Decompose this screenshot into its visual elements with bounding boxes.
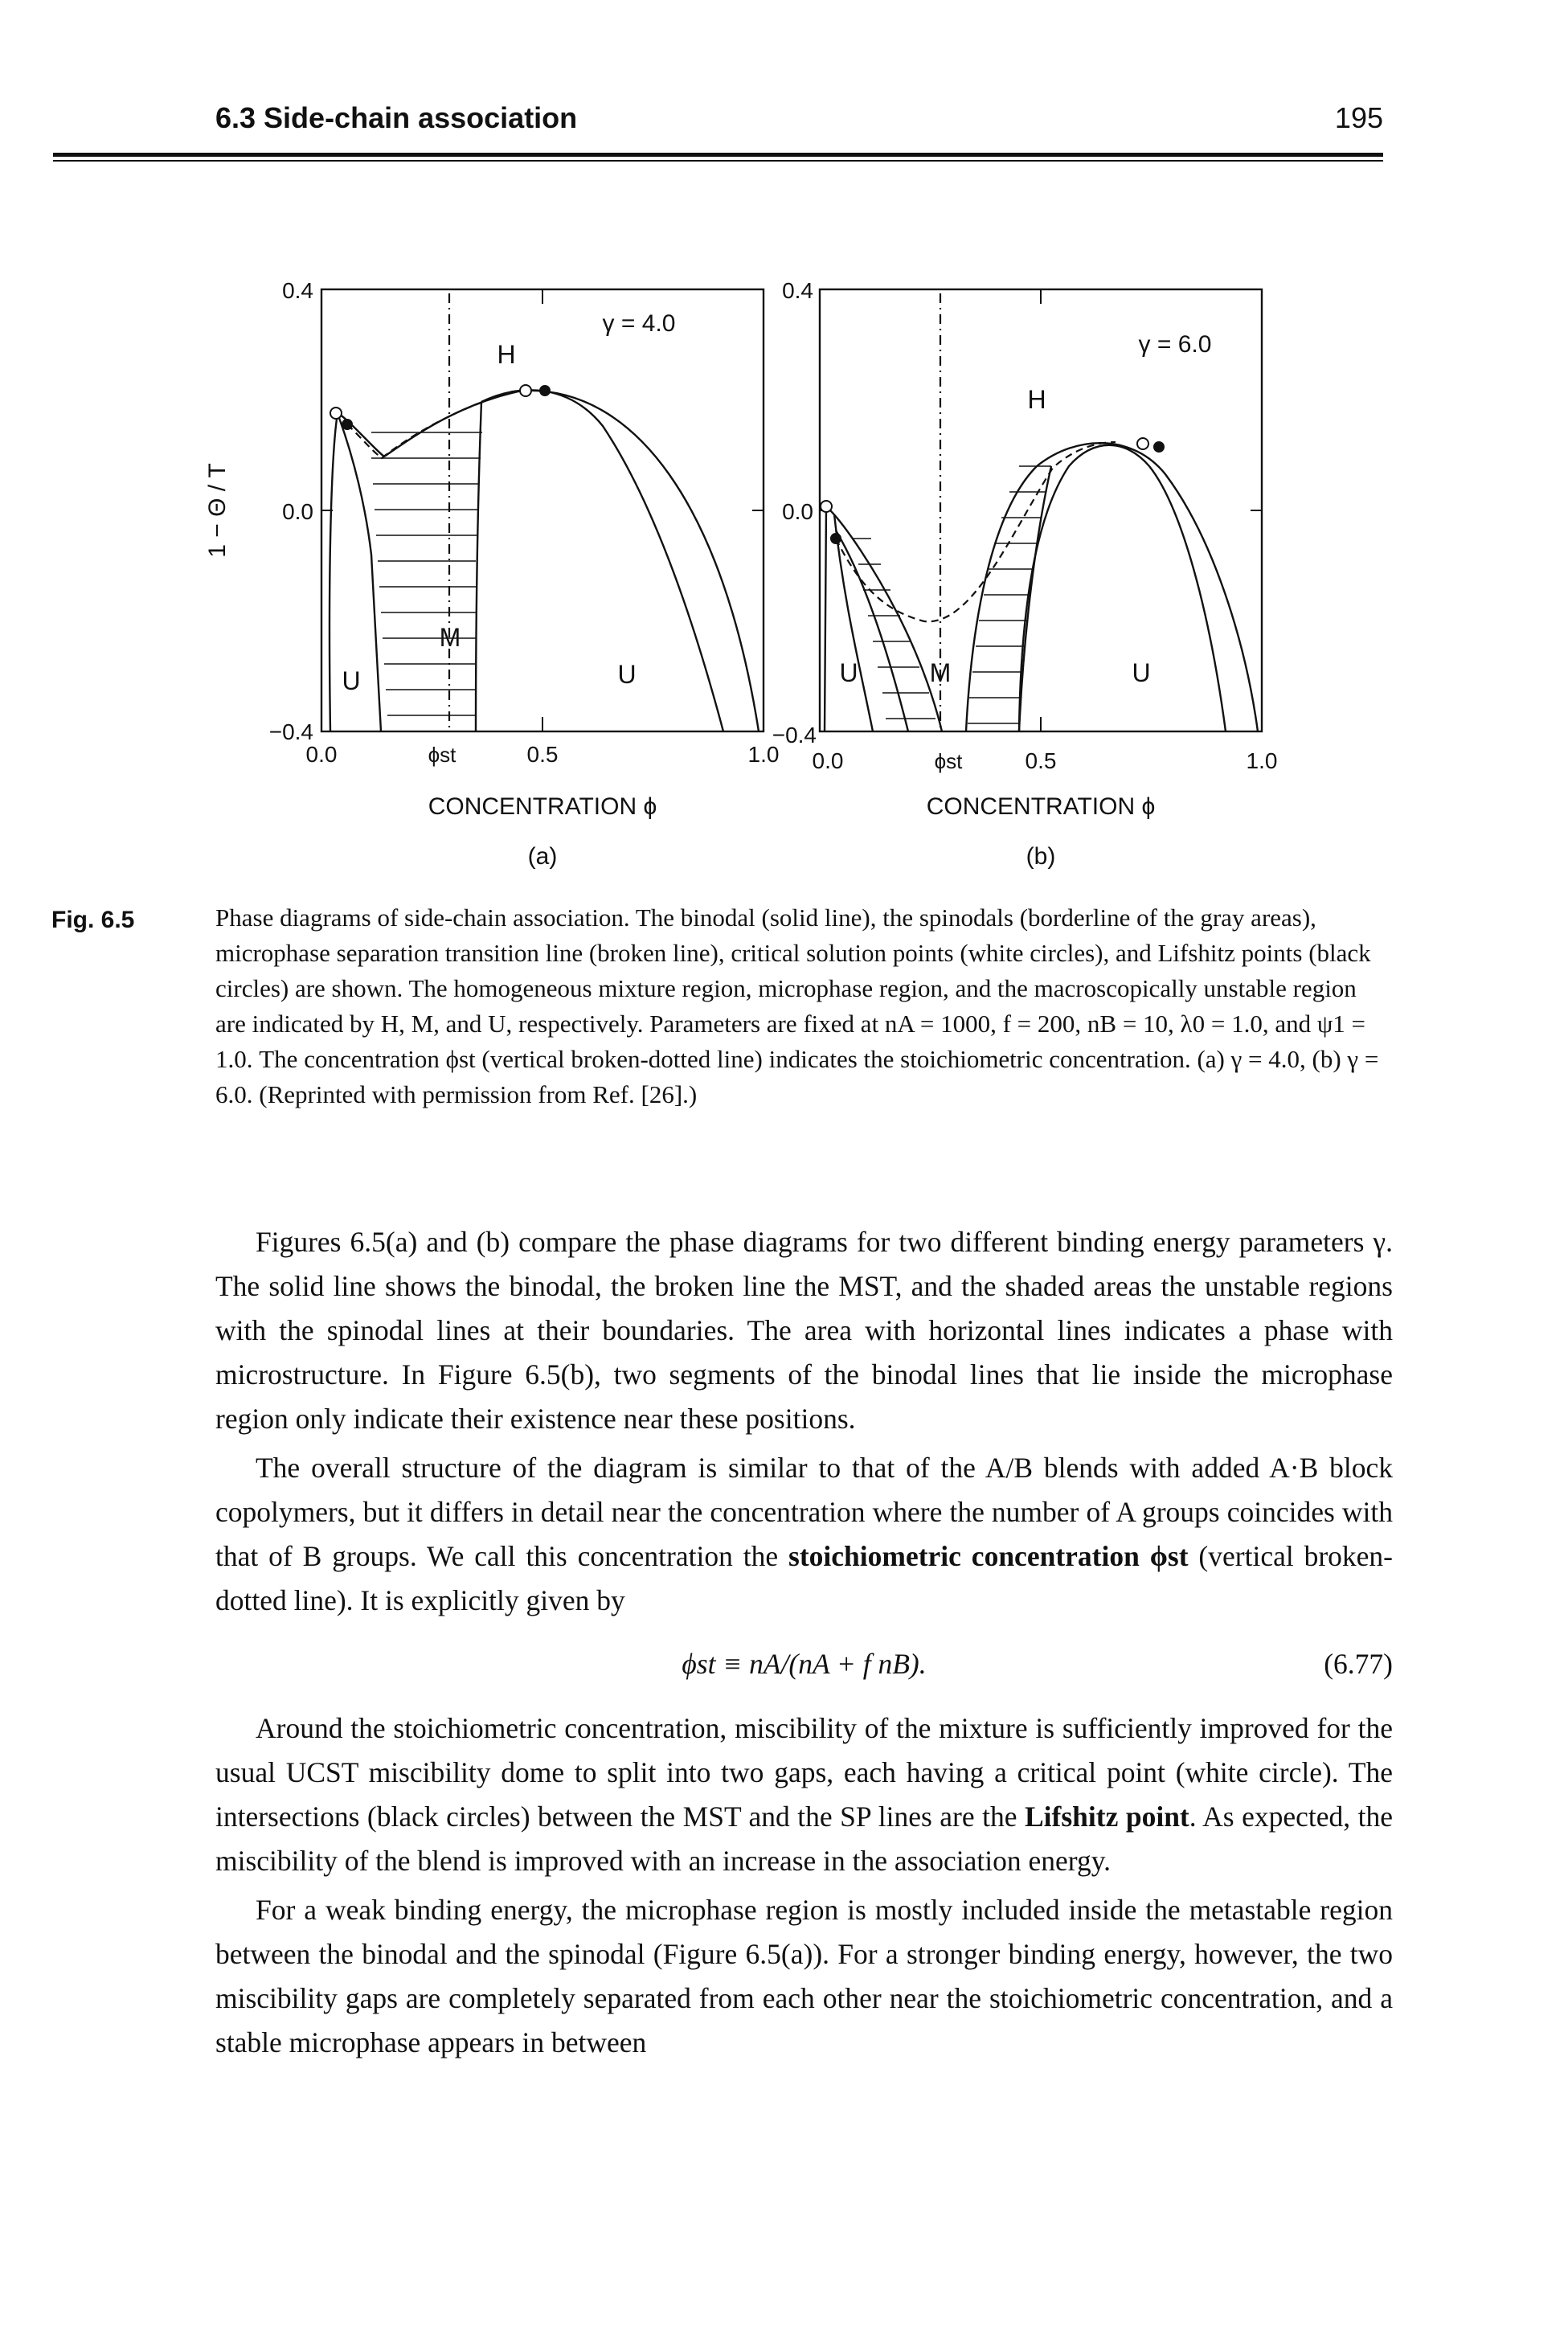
paragraph-3-end: . As expected, the miscibility of the bl… bbox=[215, 1800, 1393, 1877]
paragraph-2: The overall structure of the diagram is … bbox=[215, 1446, 1393, 1623]
panel-a-frame bbox=[320, 288, 765, 733]
body-text: Figures 6.5(a) and (b) compare the phase… bbox=[215, 1220, 1393, 2065]
panel-b-y-tick: 0.0 bbox=[782, 499, 813, 524]
figure-caption: Phase diagrams of side-chain association… bbox=[215, 903, 1379, 1108]
panel-b-lifshitz-point bbox=[1153, 441, 1165, 453]
paragraph-2-end: (vertical broken-dotted line). It is exp… bbox=[215, 1540, 1393, 1616]
panel-a-mst-line bbox=[346, 389, 519, 460]
panel-b-mst-line bbox=[835, 440, 1116, 623]
panel-a-binodal-left bbox=[328, 412, 385, 731]
panel-a-region-m: M bbox=[440, 623, 461, 652]
figure-label: Fig. 6.5 bbox=[51, 907, 135, 933]
paragraph-1: Figures 6.5(a) and (b) compare the phase… bbox=[215, 1226, 1393, 1435]
panel-a-spinodal-left bbox=[338, 417, 383, 731]
panel-a-spinodal-right bbox=[474, 401, 483, 731]
panel-b-spinodal-right-inner bbox=[1017, 444, 1227, 731]
panel-b-critical-point bbox=[820, 500, 833, 513]
panel-a-gamma-label: γ = 4.0 bbox=[603, 310, 676, 337]
y-axis-label: 1 − Θ / T bbox=[204, 463, 231, 558]
panel-a-spinodal-dome bbox=[481, 389, 725, 731]
panel-b-x-axis-label: CONCENTRATION ϕ bbox=[927, 793, 1156, 820]
panel-a-y-tick: −0.4 bbox=[269, 719, 313, 744]
panel-a-microphase-hatch bbox=[371, 432, 482, 716]
panel-a-lifshitz-point bbox=[539, 385, 551, 396]
paragraph-3: Around the stoichiometric concentration,… bbox=[215, 1706, 1393, 1883]
panel-b-binodal-right bbox=[964, 441, 1259, 731]
running-header-section: 6.3 Side-chain association bbox=[215, 101, 578, 134]
panel-b-binodal-left bbox=[823, 504, 944, 731]
panel-b-region-u-left: U bbox=[839, 658, 858, 687]
panel-b-spinodal-right-left bbox=[1017, 465, 1053, 731]
panel-b-lifshitz-point bbox=[830, 533, 841, 544]
panel-b: H M U U γ = 6.0 0.4 0.0 −0.4 0.0 ϕst 0.5… bbox=[772, 278, 1278, 870]
page-number: 195 bbox=[1334, 101, 1383, 134]
panel-a-y-tick: 0.4 bbox=[282, 278, 313, 303]
panel-b-spinodal-left bbox=[834, 530, 910, 731]
panel-b-gamma-label: γ = 6.0 bbox=[1139, 331, 1212, 358]
header-rule bbox=[53, 153, 1383, 157]
paragraph-3-start: Around the stoichiometric concentration,… bbox=[215, 1712, 1393, 1833]
equation-6-77: ϕst ≡ nA/(nA + f nB). (6.77) bbox=[215, 1628, 1393, 1700]
term-lifshitz-point: Lifshitz point bbox=[1024, 1800, 1189, 1833]
equation-number: (6.77) bbox=[1324, 1648, 1393, 1680]
panel-a-x-tick: 1.0 bbox=[748, 742, 780, 767]
panel-a-region-u-right: U bbox=[617, 660, 636, 689]
panel-b-region-h: H bbox=[1027, 385, 1046, 414]
equation-formula: ϕst ≡ nA/(nA + f nB). bbox=[682, 1648, 927, 1680]
panel-b-region-m: M bbox=[930, 658, 952, 687]
phase-diagram-svg: 1 − Θ / T bbox=[204, 278, 1278, 870]
panel-a-region-h: H bbox=[497, 340, 515, 369]
panel-a-x-tick: 0.5 bbox=[527, 742, 559, 767]
paragraph-4: For a weak binding energy, the microphas… bbox=[215, 1894, 1393, 2058]
panel-b-phi-st-label: ϕst bbox=[935, 749, 964, 773]
panel-b-critical-point bbox=[1136, 437, 1149, 450]
panel-b-x-tick: 0.5 bbox=[1026, 748, 1057, 773]
paragraph-2-start: The overall structure of the diagram is … bbox=[215, 1452, 1393, 1572]
panel-a: H M U U γ = 4.0 0.4 0.0 −0.4 0.0 ϕst 0.5… bbox=[269, 278, 780, 870]
panel-b-region-u-right: U bbox=[1132, 658, 1150, 687]
panel-a-binodal-right bbox=[383, 389, 760, 731]
panel-b-tag: (b) bbox=[1026, 843, 1056, 870]
panel-a-critical-point bbox=[330, 407, 342, 420]
panel-b-y-tick: −0.4 bbox=[772, 723, 817, 748]
term-stoichiometric-concentration: stoichiometric concentration ϕst bbox=[788, 1540, 1189, 1572]
header-rule-thin bbox=[53, 160, 1383, 162]
panel-b-x-tick: 1.0 bbox=[1247, 748, 1278, 773]
panel-a-critical-point bbox=[519, 384, 532, 397]
panel-a-region-u-left: U bbox=[342, 666, 360, 695]
figure-6-5: 1 − Θ / T bbox=[201, 265, 1326, 900]
panel-b-spinodal-left-outer bbox=[833, 514, 874, 731]
panel-a-x-tick: 0.0 bbox=[306, 742, 338, 767]
panel-a-y-tick: 0.0 bbox=[282, 499, 313, 524]
panel-a-phi-st-label: ϕst bbox=[428, 743, 457, 767]
panel-a-tag: (a) bbox=[528, 843, 558, 870]
panel-b-y-tick: 0.4 bbox=[782, 278, 813, 303]
panel-b-x-tick: 0.0 bbox=[813, 748, 844, 773]
panel-a-lifshitz-point bbox=[342, 419, 353, 430]
panel-a-x-axis-label: CONCENTRATION ϕ bbox=[428, 793, 657, 820]
